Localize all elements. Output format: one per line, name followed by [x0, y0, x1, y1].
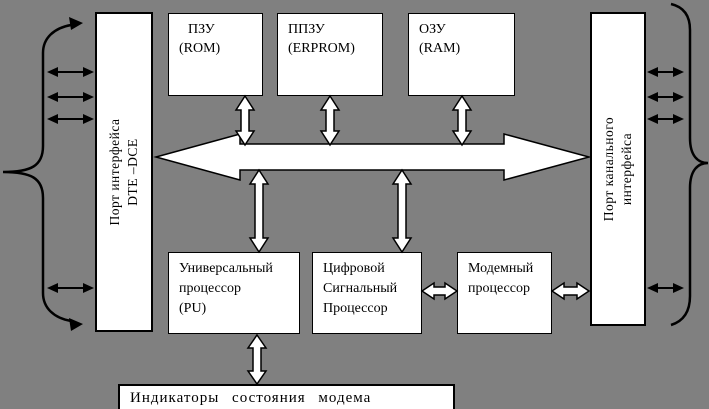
left-brace-arrow-icon — [2, 17, 83, 331]
dsp-line3: Процессор — [323, 301, 388, 316]
pu-indicators-arrow-icon — [246, 333, 268, 386]
rom-label-line1: ПЗУ — [188, 22, 215, 37]
universal-processor-line3: (PU) — [179, 301, 207, 316]
rom-box: ПЗУ (ROM) — [168, 13, 263, 96]
channel-line-arrow-4-icon — [647, 283, 684, 293]
ram-bus-arrow-icon — [451, 94, 473, 147]
channel-line-arrow-2-icon — [647, 92, 684, 102]
status-indicators-label: Индикаторы состояния модема — [130, 390, 372, 406]
dsp-line2: Сигнальный — [323, 281, 398, 296]
rom-bus-arrow-icon — [234, 94, 256, 147]
bus-double-arrow-icon — [153, 133, 592, 181]
dte-line-arrow-3-icon — [47, 114, 94, 124]
pu-bus-arrow-icon — [248, 168, 270, 254]
modem-processor-line1: Модемный — [468, 261, 534, 276]
channel-interface-port-box: Порт канального интерфейса — [590, 12, 646, 326]
dsp-modem-arrow-icon — [420, 281, 459, 301]
status-indicators-box: Индикаторы состояния модема — [118, 384, 455, 409]
eprom-bus-arrow-icon — [319, 94, 341, 147]
modem-processor-box: Модемный процессор — [457, 252, 552, 334]
universal-processor-box: Универсальный процессор (PU) — [168, 252, 300, 334]
eprom-label-line1: ППЗУ — [288, 22, 325, 37]
dsp-line1: Цифровой — [323, 261, 385, 276]
channel-line-arrow-3-icon — [647, 114, 684, 124]
modem-channel-port-arrow-icon — [550, 281, 591, 301]
universal-processor-line1: Универсальный — [179, 261, 273, 276]
eprom-label-line2: (ERPROM) — [288, 41, 355, 56]
ram-label-line1: ОЗУ — [419, 22, 446, 37]
dte-line-arrow-4-icon — [47, 283, 94, 293]
dte-line-arrow-2-icon — [47, 92, 94, 102]
ram-box: ОЗУ (RAM) — [408, 13, 515, 96]
channel-line-arrow-1-icon — [647, 67, 684, 77]
right-brace-icon — [670, 2, 709, 327]
eprom-box: ППЗУ (ERPROM) — [277, 13, 383, 96]
modem-processor-line2: процессор — [468, 281, 530, 296]
dte-line-arrow-1-icon — [47, 67, 94, 77]
universal-processor-line2: процессор — [179, 281, 241, 296]
dsp-box: Цифровой Сигнальный Процессор — [312, 252, 422, 334]
ram-label-line2: (RAM) — [419, 41, 461, 56]
dte-interface-port-box: Порт интерфейса DTE –DCE — [95, 12, 153, 332]
rom-label-line2: (ROM) — [179, 41, 221, 56]
dsp-bus-arrow-icon — [391, 168, 413, 254]
